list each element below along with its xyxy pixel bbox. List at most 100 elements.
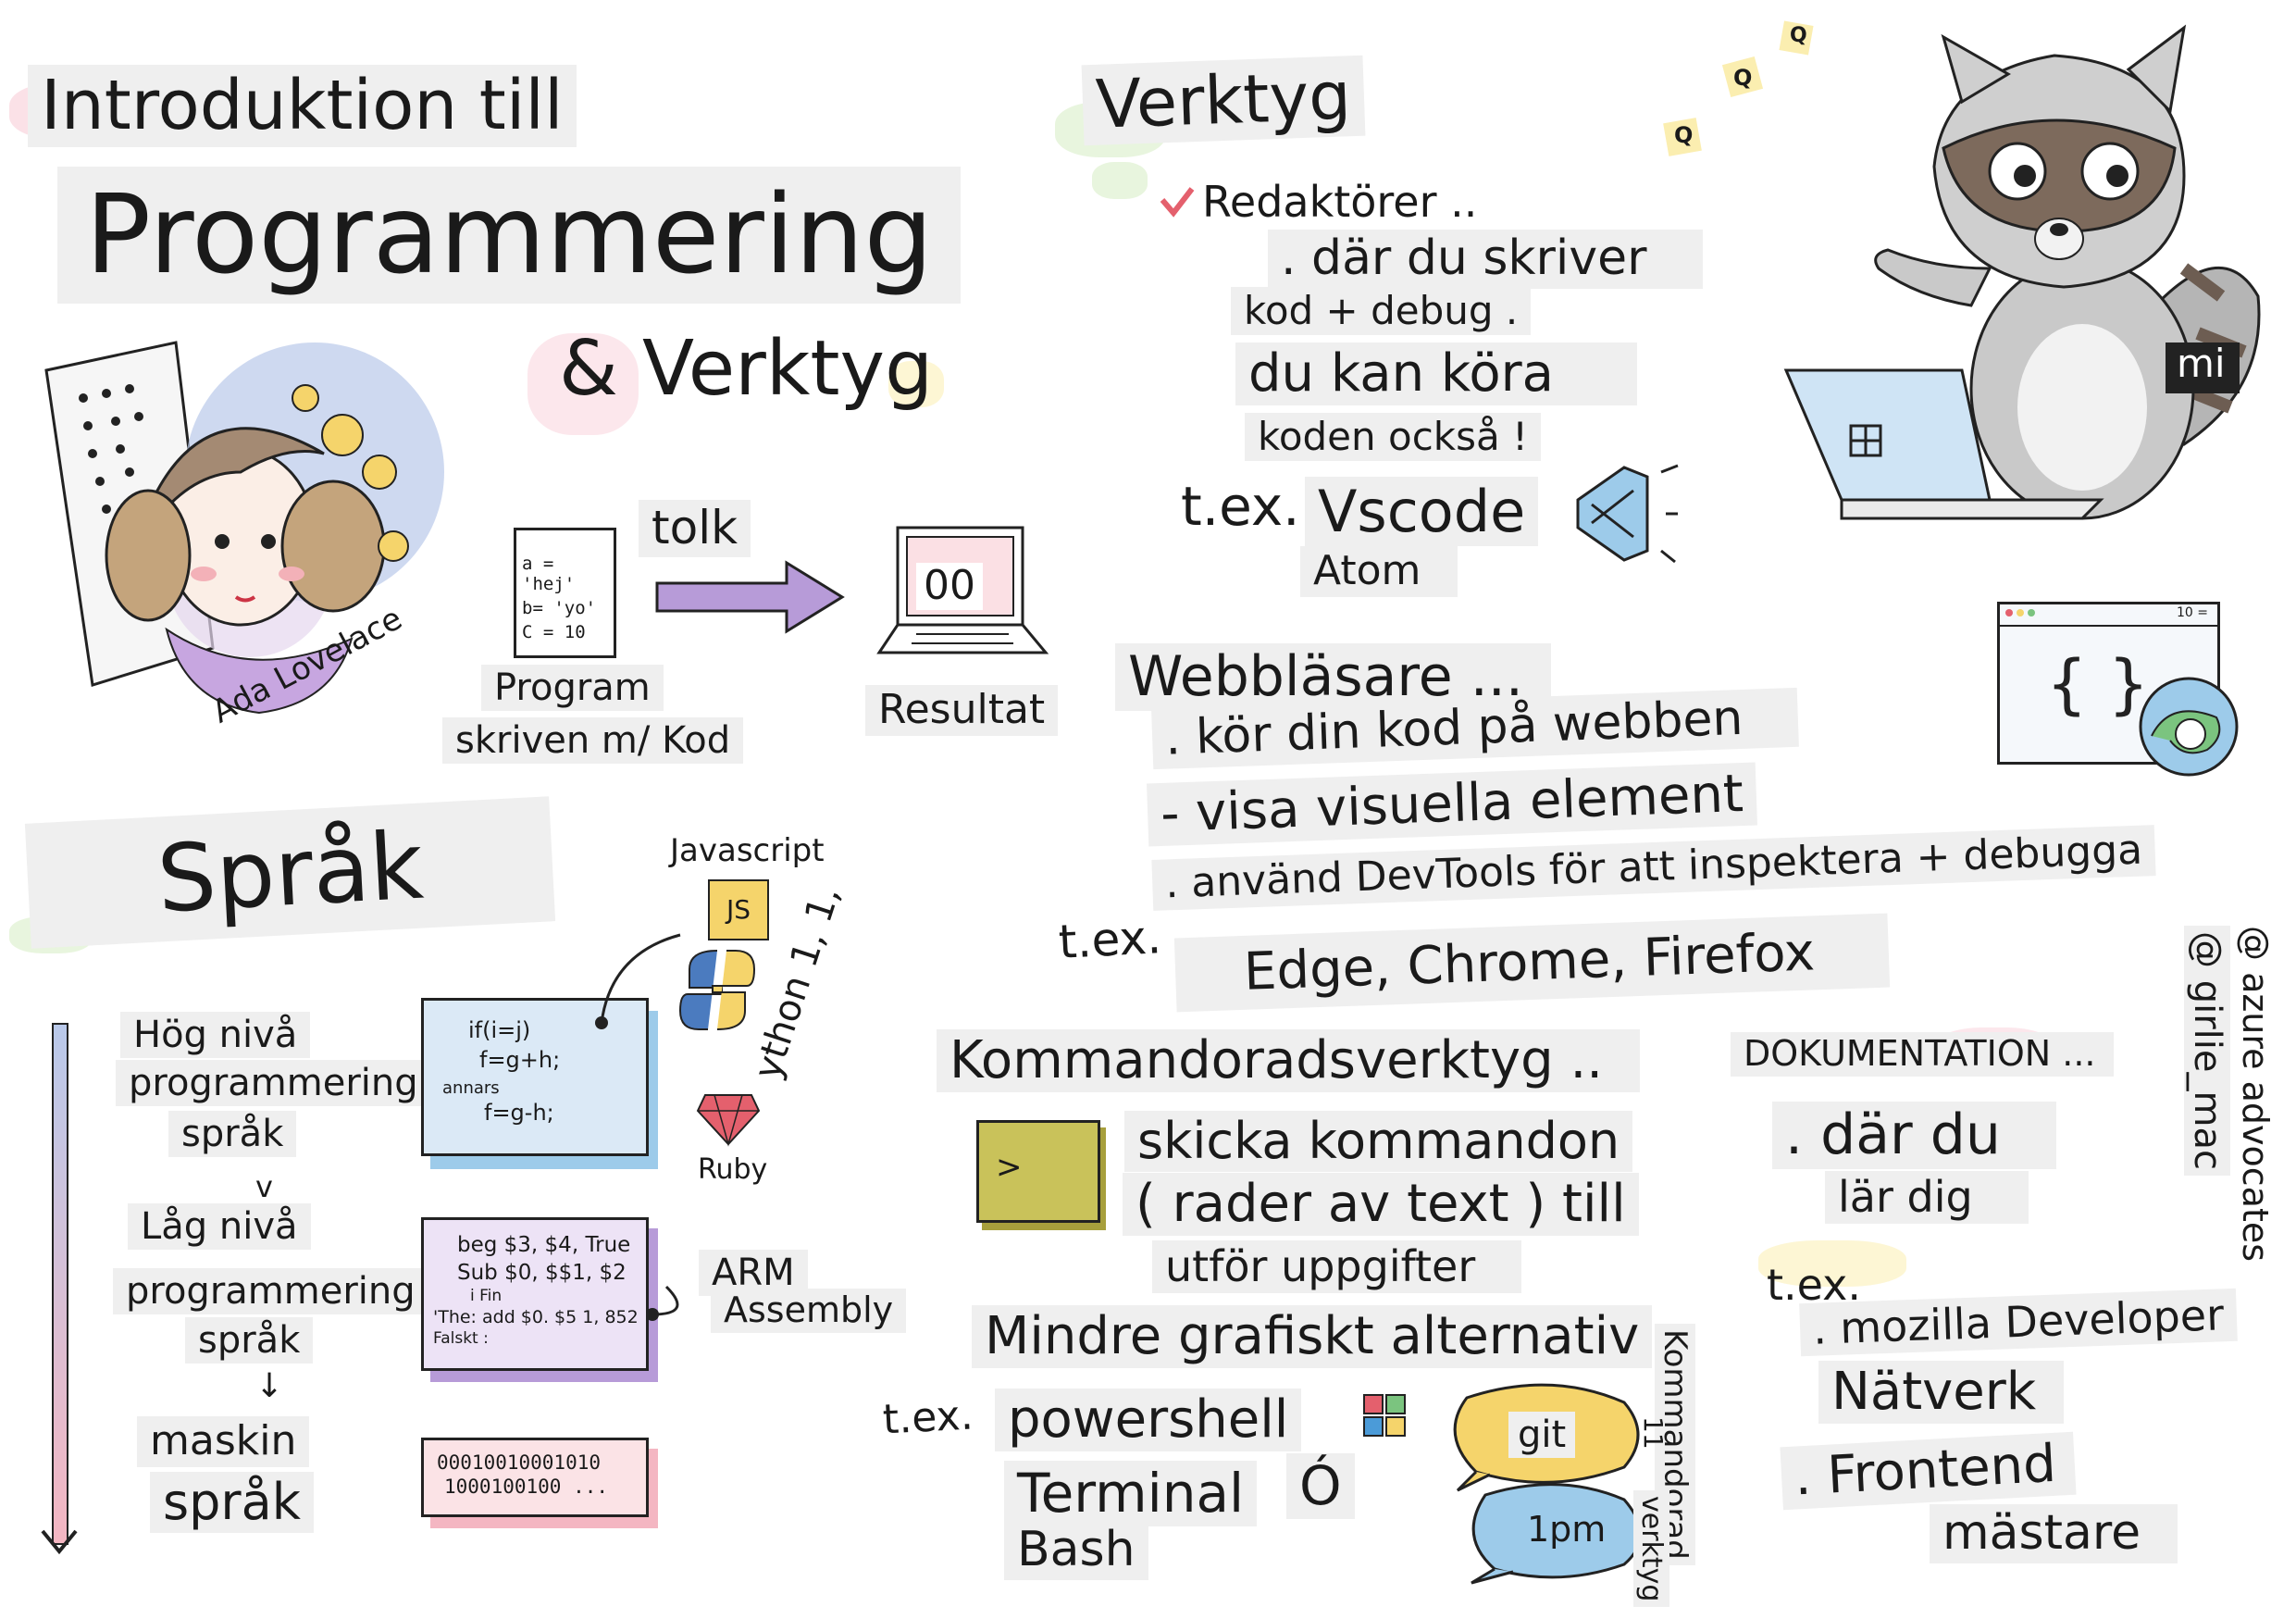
code-line: i Fin (470, 1287, 503, 1305)
assembly-code-card: beg $3, $4, True Sub $0, $$1, $2 i Fin '… (421, 1217, 649, 1371)
level-label: språk (185, 1317, 314, 1364)
screen-output: 00 (916, 562, 983, 610)
side-text-11: 11 (1638, 1416, 1669, 1450)
cli-less-graphic: Mindre grafiskt alternativ (972, 1305, 1653, 1369)
question-badge: Q (1674, 122, 1694, 148)
level-label: programmering (113, 1268, 428, 1314)
docs-example: . Frontend (1780, 1431, 2077, 1511)
arm-label-1: ARM (699, 1250, 808, 1296)
machine-code-card: 00010010001010 1000100100 ... (421, 1438, 649, 1517)
cli-example-prefix: t.ex. (881, 1391, 974, 1444)
cli-example-powershell: powershell (995, 1389, 1302, 1452)
docs-example: mästare (1930, 1504, 2178, 1563)
window-dot-icon (2017, 609, 2024, 616)
level-label: maskin (137, 1416, 310, 1467)
credit-girlie-mac: @ girlie_mac (2184, 926, 2230, 1176)
credit-azure-advocates: @ azure advocates (2235, 926, 2276, 1263)
window-counter: 10 = (2177, 605, 2208, 620)
code-line: b= 'yo' (522, 598, 597, 618)
level-label: språk (150, 1472, 314, 1534)
editors-line: . där du skriver (1268, 230, 1703, 289)
browser-titlebar: 10 = (2000, 604, 2217, 627)
level-label: programmering (116, 1060, 431, 1106)
program-label-1: Program (481, 665, 664, 711)
level-label: Hög nivå (120, 1012, 311, 1058)
editors-line: du kan köra (1235, 342, 1637, 406)
braces-icon: { } (2046, 646, 2150, 722)
cli-line: utför uppgifter (1152, 1240, 1522, 1293)
ada-lovelace-portrait (44, 341, 444, 715)
window-dot-icon (2005, 609, 2013, 616)
browsers-line: - visa visuella element (1147, 762, 1757, 847)
bubble-1pm: 1pm (1527, 1509, 1607, 1550)
yellow-wash (888, 361, 944, 407)
docs-line: . där du (1772, 1102, 2056, 1169)
editor-atom: Atom (1300, 546, 1458, 597)
code-line: f=g-h; (484, 1100, 554, 1126)
yellow-wash (1758, 1240, 1906, 1287)
green-wash (1092, 162, 1148, 199)
level-label: Låg nivå (128, 1203, 311, 1250)
docs-title: DOKUMENTATION ... (1731, 1032, 2115, 1077)
tolk-label: tolk (639, 500, 751, 557)
raccoon-badge: mi (2177, 341, 2226, 386)
cli-example-bash: Bash (1004, 1521, 1148, 1580)
title-line-1: Introduktion till (28, 65, 577, 148)
title-line-2: Programmering (57, 167, 962, 304)
editors-example-prefix: t.ex. (1181, 475, 1300, 538)
window-dot-icon (2028, 609, 2035, 616)
raccoon-illustration (1663, 20, 2261, 520)
browsers-example-prefix: t.ex. (1057, 910, 1163, 969)
connector-lines (595, 933, 681, 1321)
arrow-down-icon (41, 1529, 78, 1555)
purple-arrow (655, 560, 845, 634)
code-line: Falskt : (433, 1329, 489, 1348)
program-label-2: skriven m/ Kod (442, 717, 744, 764)
code-line: if(i=j) (468, 1017, 531, 1043)
browser-window: 10 = { } (1997, 602, 2220, 765)
js-badge: JS (708, 879, 769, 940)
resultat-label: Resultat (865, 685, 1059, 736)
python-logo-icon (678, 950, 756, 1030)
question-badge: Q (1733, 65, 1753, 91)
code-line: 1000100100 ... (444, 1476, 609, 1498)
cli-title: Kommandoradsverktyg .. (937, 1029, 1641, 1093)
code-document: a = 'hej' b= 'yo' C = 10 (514, 528, 616, 658)
arm-label-2: Assembly (711, 1289, 907, 1333)
ruby-gem-icon (696, 1094, 761, 1147)
cli-line: skicka kommandon (1124, 1111, 1633, 1173)
bubble-git: git (1508, 1412, 1576, 1458)
code-line: f=g+h; (479, 1047, 561, 1073)
browsers-examples: Edge, Chrome, Firefox (1173, 913, 1891, 1013)
code-line: a = 'hej' (522, 554, 576, 594)
editor-vscode: Vscode (1305, 477, 1539, 547)
code-line: C = 10 (522, 622, 586, 642)
ruby-label: Ruby (685, 1152, 781, 1189)
question-badge: Q (1790, 24, 1807, 47)
checkmark-icon (1160, 187, 1195, 218)
code-line: 'The: add $0. $5 1, 852 (433, 1307, 639, 1327)
verktyg-heading: Verktyg (1081, 55, 1366, 146)
docs-example: Nätverk (1818, 1361, 2065, 1425)
cli-example-terminal: Terminal (1004, 1461, 1258, 1526)
vscode-icon (1576, 464, 1679, 564)
editors-line: koden också ! (1245, 413, 1541, 462)
level-gradient-arrow (52, 1023, 68, 1545)
pink-wash (527, 333, 639, 435)
level-label: v (255, 1169, 273, 1204)
code-line: Sub $0, $$1, $2 (457, 1261, 627, 1285)
title-line-3: & Verktyg (559, 325, 934, 413)
javascript-label: Javascript (657, 831, 838, 872)
cli-line: ( rader av text ) till (1123, 1173, 1639, 1237)
code-line: annars (442, 1078, 500, 1098)
windows-logo-icon (1363, 1394, 1406, 1437)
editors-line: kod + debug . (1231, 287, 1532, 336)
side-text-verktyg: verktyg (1633, 1490, 1669, 1608)
level-label: språk (168, 1111, 297, 1157)
terminal-icon: > (976, 1120, 1100, 1223)
edge-logo-icon (2139, 677, 2239, 777)
code-line: 00010010001010 (437, 1451, 602, 1474)
terminal-prompt: > (996, 1149, 1023, 1186)
editors-title: Redaktörer .. (1202, 177, 1478, 227)
sprak-heading: Språk (24, 796, 556, 949)
